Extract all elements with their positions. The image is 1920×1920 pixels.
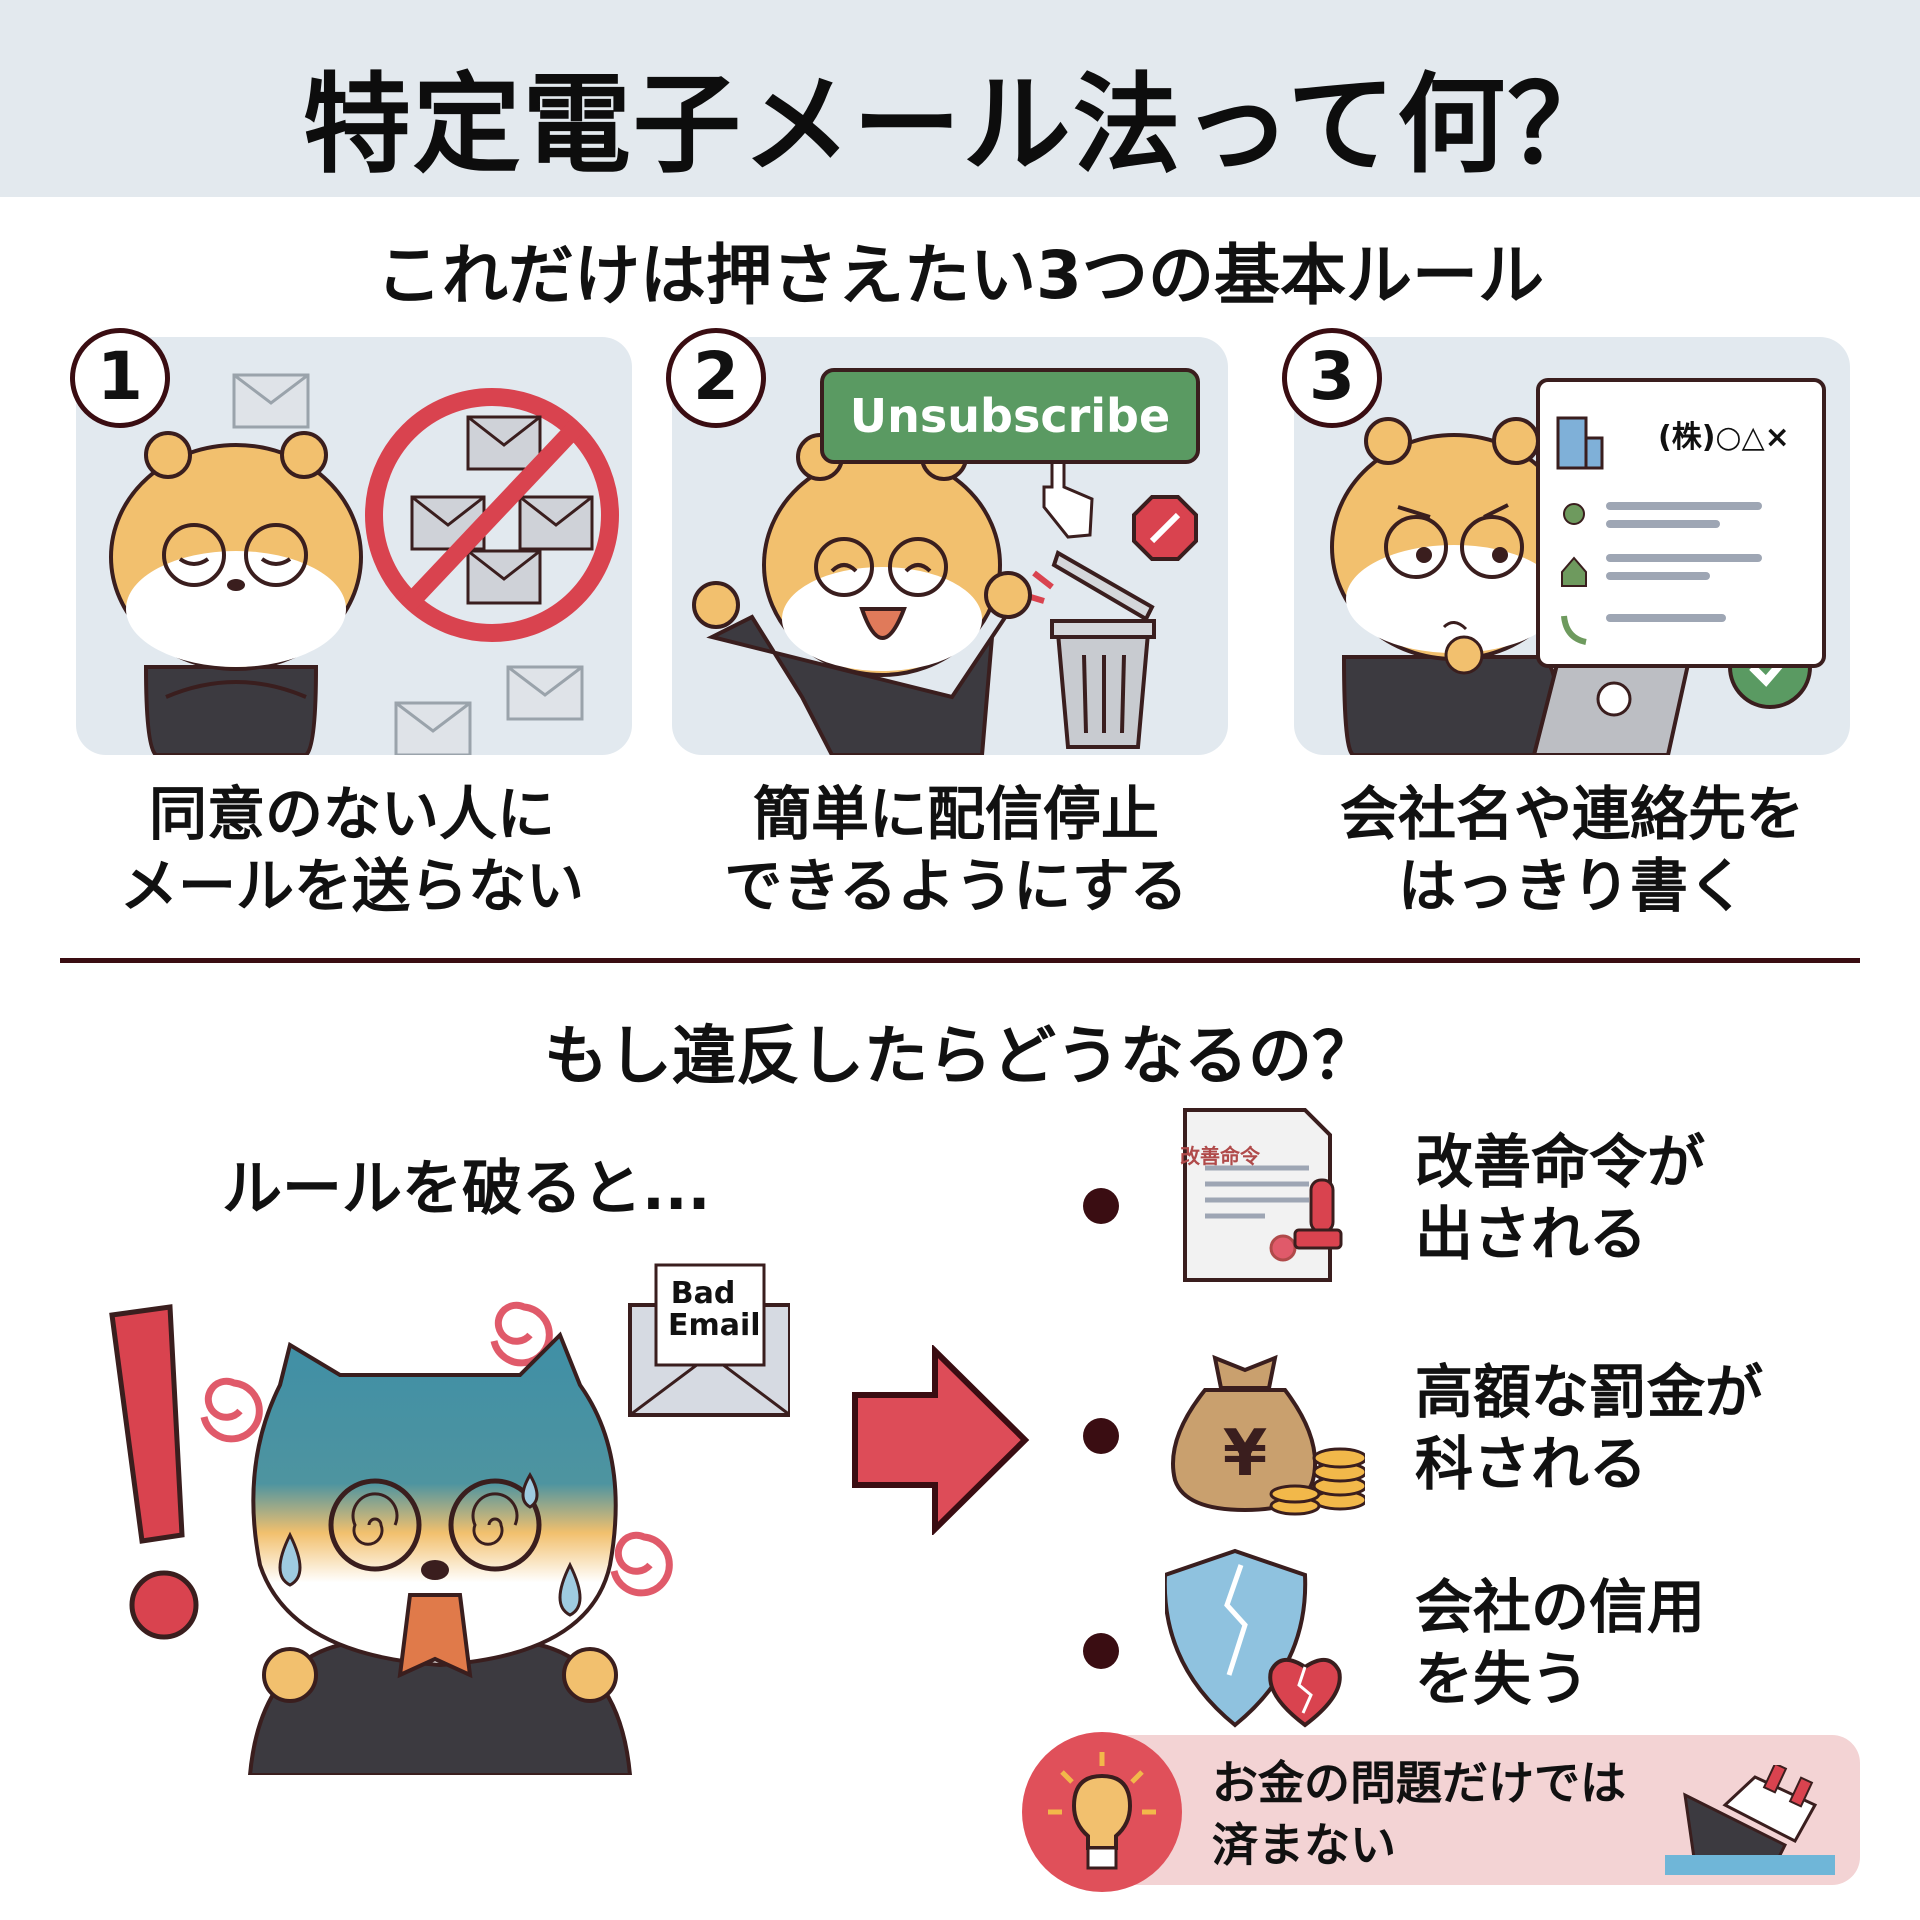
consequence-item: 改善命令が 出される <box>1075 1100 1875 1290</box>
unsubscribe-button[interactable]: Unsubscribe <box>820 368 1200 464</box>
rule-caption-1: 同意のない人に メールを送らない <box>52 778 652 922</box>
callout-text-line1: お金の問題だけでは <box>1212 1756 1626 1810</box>
rule-caption-1-line2: メールを送らない <box>119 852 584 920</box>
document-stamp-icon <box>1183 1108 1343 1282</box>
violation-section-title: もし違反したらどうなるの？ <box>544 1020 1376 1094</box>
exclamation-icon <box>109 1304 185 1544</box>
rule-number-badge-2: 2 <box>666 328 766 428</box>
rule-panel-1 <box>76 337 632 755</box>
consequence-text-line1: 改善命令が <box>1415 1128 1706 1196</box>
page-subtitle: これだけは押さえたい3つの基本ルール <box>376 237 1544 314</box>
rule-number-badge-3: 3 <box>1282 328 1382 428</box>
building-icon <box>1556 416 1588 470</box>
consequence-text: 会社の信用 を失う <box>1415 1571 1705 1715</box>
consequence-text-line2: を失う <box>1415 1645 1590 1713</box>
violation-lead-text: ルールを破ると... <box>222 1154 711 1224</box>
bullet-dot <box>1083 1633 1119 1669</box>
broken-shield-heart-icon <box>1165 1548 1342 1728</box>
rule-caption-2-line2: できるようにする <box>724 852 1188 920</box>
bad-email-label: Bad Email <box>668 1276 761 1343</box>
lightbulb-badge <box>1022 1732 1182 1892</box>
consequence-text: 高額な罰金が 科される <box>1415 1356 1763 1500</box>
bullet-dot <box>1083 1418 1119 1454</box>
rule-number-badge-1: 1 <box>70 328 170 428</box>
improvement-order-label: 改善命令 <box>1180 1144 1260 1168</box>
company-card-contents <box>1556 416 1762 645</box>
phone-icon <box>1561 615 1587 645</box>
consequence-item: ¥ 高額な罰金が 科される <box>1075 1330 1875 1520</box>
consequence-text-line2: 科される <box>1415 1430 1648 1498</box>
company-name-label: (株)○△× <box>1658 420 1790 455</box>
consequence-text-line1: 高額な罰金が <box>1415 1358 1764 1426</box>
section-divider <box>60 958 1860 963</box>
rule-caption-3-line2: はっきり書く <box>1397 852 1746 920</box>
consequence-text: 改善命令が 出される <box>1415 1126 1705 1270</box>
rule-caption-1-line1: 同意のない人に <box>148 780 555 848</box>
page-title: 特定電子メール法って何？ <box>302 63 1618 188</box>
money-bag-yen-icon: ¥ <box>1171 1354 1365 1516</box>
home-icon <box>1561 556 1587 587</box>
svg-text:¥: ¥ <box>1223 1417 1268 1491</box>
mascot-no-email-illustration <box>109 373 619 755</box>
rule-caption-3-line1: 会社名や連絡先を <box>1339 780 1804 848</box>
company-info-card <box>1536 378 1826 668</box>
header-band <box>0 0 1920 197</box>
rule-caption-2: 簡単に配信停止 できるようにする <box>656 778 1256 922</box>
consequence-text-line2: 出される <box>1415 1200 1648 1268</box>
right-arrow-icon <box>852 1345 1030 1535</box>
consequence-item: 会社の信用 を失う <box>1075 1545 1875 1735</box>
sinking-ship-icon <box>1665 1765 1835 1875</box>
rule-caption-2-line1: 簡単に配信停止 <box>752 780 1159 848</box>
callout-text: お金の問題だけでは 済まない <box>1212 1752 1626 1876</box>
bullet-dot <box>1083 1188 1119 1224</box>
mascot-unsubscribe-illustration <box>692 433 1198 755</box>
panicked-mascot-illustration <box>109 1263 790 1775</box>
callout-text-line2: 済まない <box>1212 1818 1396 1872</box>
rule-caption-3: 会社名や連絡先を はっきり書く <box>1272 778 1872 922</box>
lightbulb-icon <box>1048 1752 1156 1870</box>
consequence-text-line1: 会社の信用 <box>1415 1573 1706 1641</box>
location-pin-icon <box>1563 503 1585 525</box>
